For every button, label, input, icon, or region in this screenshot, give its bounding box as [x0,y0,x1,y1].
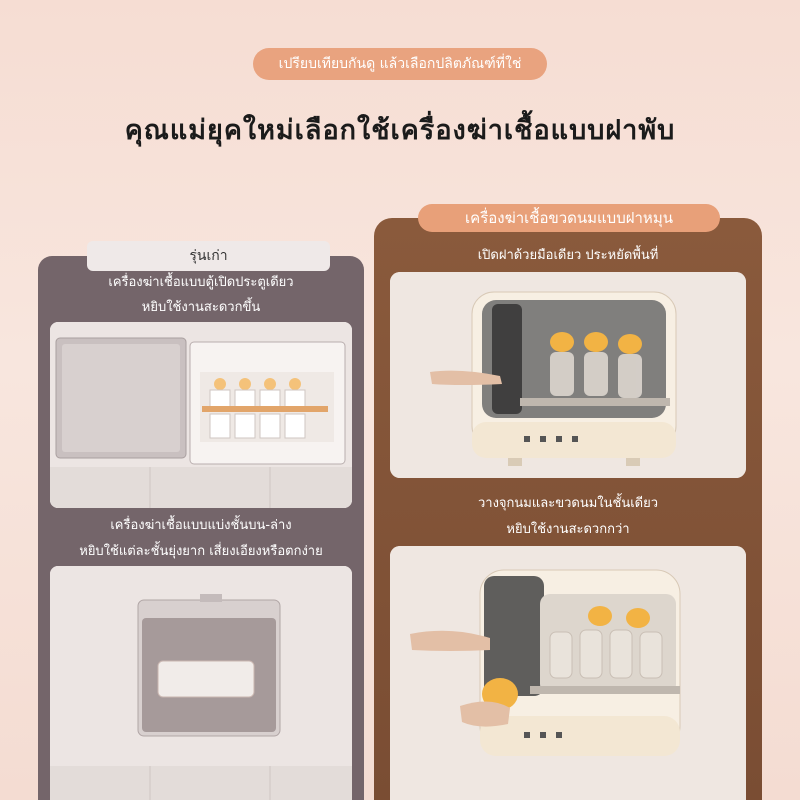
old-model-desc-2: หยิบใช้งานสะดวกขึ้น [141,300,261,315]
old-model-label: รุ่นเก่า [87,241,330,271]
new-model-desc-3: หยิบใช้งานสะดวกกว่า [506,522,630,537]
new-model-panel: เปิดฝาด้วยมือเดียว ประหยัดพื้นที่ วางจุก… [374,218,762,800]
new-model-desc-1: เปิดฝาด้วยมือเดียว ประหยัดพื้นที่ [477,248,659,263]
rotating-lid-sterilizer-photo-1 [390,272,746,478]
single-door-cabinet-illustration [50,322,352,508]
layered-cabinet-illustration [50,566,352,800]
new-model-desc-2: วางจุกนมและขวดนมในชั้นเดียว [477,496,659,511]
old-model-desc-1: เครื่องฆ่าเชื้อแบบตู้เปิดประตูเดียว [108,275,294,290]
old-model-panel: เครื่องฆ่าเชื้อแบบตู้เปิดประตูเดียว หยิบ… [38,256,364,800]
page-title: คุณแม่ยุคใหม่เลือกใช้เครื่องฆ่าเชื้อแบบฝ… [124,115,676,146]
top-banner-pill: เปรียบเทียบกันดู แล้วเลือกปลิตภัณฑ์ที่ใช… [253,48,547,80]
old-model-desc-4: หยิบใช้แต่ละชั้นยุ่งยาก เสี่ยงเอียงหรือต… [79,544,323,559]
new-model-label: เครื่องฆ่าเชื้อขวดนมแบบฝาหมุน [418,204,720,232]
old-model-desc-3: เครื่องฆ่าเชื้อแบบแบ่งชั้นบน-ล่าง [110,518,292,533]
rotating-lid-sterilizer-photo-2 [390,546,746,800]
